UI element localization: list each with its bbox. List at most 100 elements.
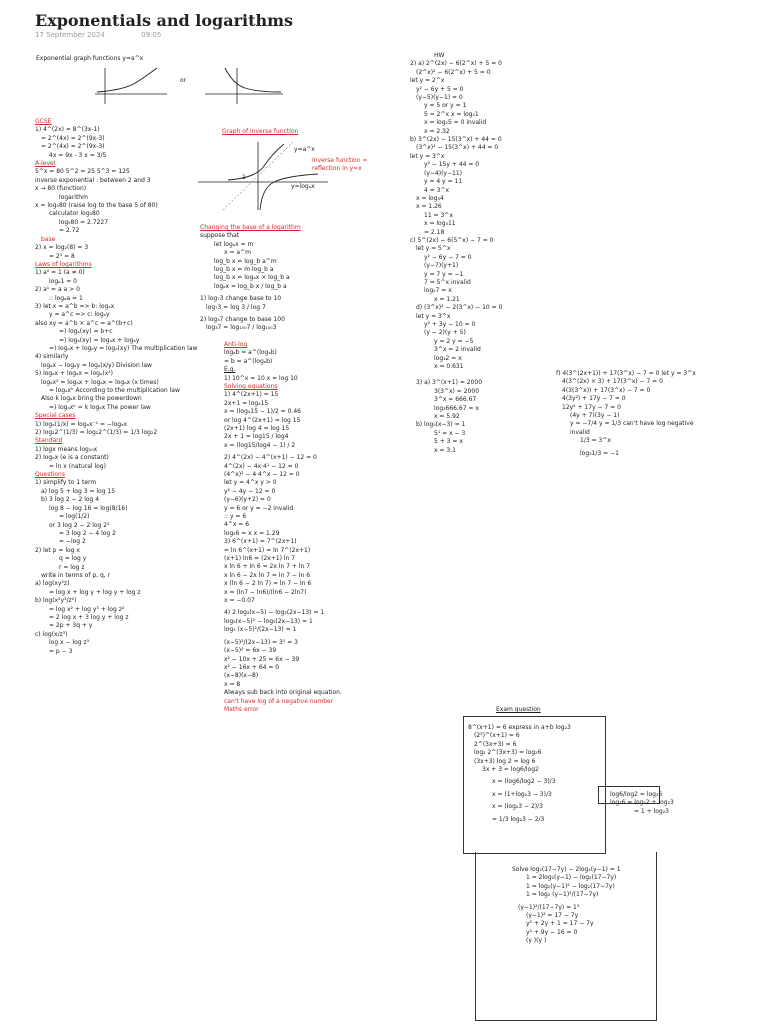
note-line: y = a^c => c: logₐy (49, 311, 110, 319)
note-line: =) logₐ(xy) = b+c (59, 328, 113, 336)
note-line: 4) 2 log₃(x−5) − log₃(2x−13) = 1 (224, 609, 325, 617)
exp-growth-graph (95, 67, 167, 104)
inverse-y-log: y=logₐx (291, 183, 315, 190)
note-line: y = 7 y = −1 (424, 270, 464, 278)
note-line: 3^x = 666.67 (434, 396, 477, 404)
note-line: 2x + 1 = log15 / log4 (224, 433, 289, 441)
note-line: x = 1.21 (434, 295, 460, 303)
note-line: (2x+1) log 4 = log 15 (224, 424, 290, 432)
exam-answer-box (463, 716, 606, 854)
note-line: Anti-log (224, 340, 248, 348)
note-line: = 2.18 (424, 228, 445, 236)
note-line: (y−7)(y+1) (424, 262, 459, 270)
note-line: f) 4(3^(2x+1)) + 17(3^x) − 7 = 0 let y =… (556, 370, 696, 377)
note-line: log_b x = m log_b a (214, 266, 274, 274)
note-line: a) log(xy²z) (35, 580, 70, 588)
note-line: x = log₂5 = 0 invalid (424, 119, 487, 127)
note-line: log₂6 = log₂2 + log₂3 (610, 799, 674, 807)
note-line: = 1/3 log₂3 − 2/3 (492, 815, 545, 823)
inverse-graph-heading: Graph of inverse function (222, 128, 298, 136)
note-line: =) logₐxᵏ = k logₐx The power law (49, 403, 151, 411)
note-line: let y = 2^x (410, 77, 445, 85)
note-line: 5 + 3 = x (434, 438, 463, 446)
exp-graphs-heading: Exponential graph functions y=a^x (36, 55, 144, 62)
note-line: GCSE (35, 118, 52, 125)
note-line: 1) simplify to 1 term (35, 479, 97, 487)
note-line: x = 1.26 (416, 203, 442, 211)
note-line: y² + 2y + 1 = 17 − 7y (526, 920, 594, 928)
note-line: 4^(2x) − 4x·4¹ − 12 = 0 (224, 462, 299, 470)
note-line: Questions (35, 471, 65, 479)
note-line: x = 5.92 (434, 413, 460, 421)
note-line: y² − 6y − 7 = 0 (424, 253, 472, 261)
note-line: 8^(x+1) = 6 express in a+b log₂3 (468, 724, 571, 731)
note-line: 5) logₐx + logₐx = logₐ(x²) (35, 370, 113, 378)
note-line: HW (434, 52, 445, 59)
note-line: (y−4)(y−11) (424, 169, 462, 177)
note-line: Solving equations (224, 382, 278, 390)
note-line: log6/log2 = log₂6 (610, 791, 663, 798)
note-line: 4(3(3^x)) + 17(3^x) − 7 = 0 (562, 386, 651, 394)
note-line: = log x² + log y³ + log z² (49, 605, 125, 613)
note-line: log₃(x−5)² − log₃(2x−13) = 1 (224, 617, 313, 625)
note-line: (y−1)² = 17 − 7y (526, 912, 579, 920)
note-line: = 1 + log₂3 (634, 807, 669, 815)
exam-side-box (598, 786, 660, 804)
exam-title: Exam question (496, 706, 541, 714)
note-line: = ln 6^(x+1) = ln 7^(2x+1) (224, 546, 311, 554)
note-line: log₃666.67 = x (434, 404, 479, 412)
note-line: log₇3 = log 3 / log 7 (206, 303, 266, 311)
note-line: 1) a⁰ = 1 (a ≠ 0) (35, 269, 85, 277)
note-line: (y−5)(y−1) = 0 (416, 94, 463, 102)
note-line: 4 = 3^x (424, 186, 450, 194)
note-line: Also k logₐx bring the powerdown (41, 395, 142, 403)
note-line: = −log 2 (59, 538, 86, 546)
note-line: y² − 15y + 44 = 0 (424, 161, 480, 169)
note-line: can't have log of a negative number (224, 697, 334, 705)
note-line: 2) 4^(2x) − 4^(x+1) − 12 = 0 (224, 454, 317, 462)
note-line: =) logₐ(xy) = logₐx + logₐy (59, 336, 140, 344)
note-line: inverse exponential : between 2 and 3 (35, 176, 151, 184)
note-line: Standard (35, 437, 63, 445)
note-line: 1) logx means log₁₀x (35, 445, 98, 453)
note-line: 5 = 2^x x = log₂1 (424, 110, 479, 118)
note-line: 1/3 = 3^x (580, 437, 611, 445)
note-line: (4y + 7)(3y − 1) (570, 412, 620, 420)
exp-decay-graph (205, 67, 283, 104)
note-line: x² − 16x + 64 = 0 (224, 663, 280, 671)
note-line: 3) 6^(x+1) = 7^(2x+1) (224, 538, 297, 546)
note-line: (2³)^(x+1) = 6 (474, 732, 520, 740)
note-line: x = log₃11 (424, 220, 456, 228)
note-line: 5¹ = x − 3 (434, 429, 466, 437)
note-line: E.g. (224, 366, 236, 374)
note-line: or log 4^(2x+1) = log 15 (224, 416, 301, 424)
page-title: Exponentials and logarithms (35, 11, 294, 30)
note-line: 3(3^x) = 2000 (434, 387, 480, 395)
note-line: let y = 3^x (416, 312, 451, 320)
notes-column-4: f) 4(3^(2x+1)) + 17(3^x) − 7 = 0 let y =… (556, 370, 696, 458)
note-line: y² − 6y + 5 = 0 (416, 85, 464, 93)
note-line: logₐx − logₐy = logₐ(x/y) Division law (41, 361, 152, 369)
note-line: x = log₃4 (416, 194, 444, 202)
note-line: let y = 3^x (410, 152, 445, 160)
page-meta: 17 September 2024 09:05 (35, 31, 195, 39)
note-line: 4(3^(2x) × 3) + 17(3^x) − 7 = 0 (562, 378, 663, 386)
note-line: x² − 10x + 25 = 6x − 39 (224, 655, 300, 663)
note-line: y = 4 y = 11 (424, 178, 463, 186)
exam-title-text: Exam question (496, 706, 541, 713)
note-line: let y = 5^x (416, 245, 451, 253)
note-line: y² − 4y − 12 = 0 (224, 487, 276, 495)
note-line: log 8 − log 16 = log(8/16) (49, 504, 128, 512)
note-line: x = 8 (224, 680, 241, 688)
note-line: x → 80 (function) (35, 185, 87, 193)
note-line: 4) similarly (35, 353, 69, 361)
note-line: (3x+3) log 2 = log 6 (474, 757, 536, 765)
note-line: x = log₅80 (raise log to the base 5 of 8… (35, 202, 158, 210)
note-line: (x+1) ln6 = (2x+1) ln 7 (224, 555, 296, 563)
note-line: 12y² + 17y − 7 = 0 (562, 403, 621, 411)
note-line: x = (log₂3 − 2)/3 (492, 803, 543, 811)
note-line: logarithm (59, 193, 88, 201)
note-line: 2) a¹ = a a > 0 (35, 286, 80, 294)
note-line: 4x = 9x - 3 x = 3/5 (49, 151, 107, 159)
